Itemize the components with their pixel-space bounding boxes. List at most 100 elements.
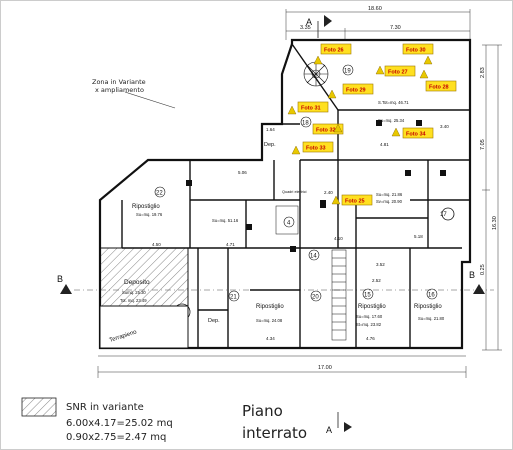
svg-text:Foto 25: Foto 25 (345, 199, 365, 205)
room-deposito: Deposito Sumq. 25.30 Tot. mq. 23.49 (120, 279, 150, 303)
svg-text:Foto 29: Foto 29 (346, 88, 366, 94)
svg-text:Ripostiglio: Ripostiglio (358, 304, 386, 310)
room-18: 18 (300, 116, 312, 128)
svg-text:Foto 27: Foto 27 (388, 70, 408, 76)
room-16: 16 Ripostiglio Su=mq. 21.80 (414, 288, 445, 321)
foto-label: Foto 27 (384, 65, 416, 77)
room-quadri-elettrici: Quadri elettrici (282, 190, 307, 194)
svg-text:Zona in Variante: Zona in Variante (92, 78, 146, 86)
columns (186, 120, 446, 252)
stairs (275, 205, 347, 341)
legend-calc-1: 6.00x4.17=25.02 mq (66, 418, 173, 429)
drawing-title: Piano interrato (242, 402, 307, 442)
room-dep-south: Dep. (208, 318, 220, 324)
dim-right-c: 0.25 (480, 264, 486, 275)
spiral-stair (303, 61, 329, 87)
svg-text:S.Tot=mq. 46.71: S.Tot=mq. 46.71 (378, 100, 409, 105)
room-17: Su=mq. 21.86 Sv=mq. 20.90 17 (376, 192, 447, 218)
svg-text:Su=mq. 19.76: Su=mq. 19.76 (136, 212, 163, 217)
svg-text:4: 4 (287, 221, 291, 227)
svg-text:15: 15 (364, 293, 371, 299)
legend-calc-2: 0.90x2.75=2.47 mq (66, 432, 166, 443)
foto-label: Foto 32 (312, 123, 344, 135)
room-14: 14 (308, 249, 320, 261)
svg-text:14: 14 (310, 254, 317, 260)
svg-text:Su=mq. 21.86: Su=mq. 21.86 (376, 192, 403, 197)
room-15: 15 Ripostiglio Su=mq. 17.60 St=mq. 23.82 (356, 288, 386, 327)
room-central-area: Su=mq. 51.16 (212, 218, 239, 223)
svg-text:22: 22 (156, 191, 163, 197)
section-a-top-marker: A (306, 15, 332, 38)
svg-text:Foto 34: Foto 34 (406, 132, 426, 138)
foto-label: Foto 30 (402, 43, 434, 55)
svg-text:17: 17 (440, 212, 447, 218)
top-dimension-lines (285, 9, 471, 40)
dim-inner: 5.18 (414, 234, 423, 239)
room-dep-north: Dep. (264, 142, 276, 148)
svg-text:Ripostiglio: Ripostiglio (414, 304, 442, 310)
dim-top-sub: 7.30 (390, 25, 401, 31)
svg-text:Su=mq. 17.60: Su=mq. 17.60 (356, 314, 383, 319)
room-19: 19 S.Tot=mq. 46.71 Su=mq. 25.34 (342, 64, 409, 123)
svg-text:19: 19 (344, 69, 351, 75)
svg-text:Piano: Piano (242, 402, 283, 420)
svg-text:B: B (57, 274, 63, 284)
dim-inner: 2.52 (372, 278, 381, 283)
foto-label: Foto 31 (297, 101, 329, 113)
dim-inner: 4.76 (366, 336, 375, 341)
svg-text:Foto 26: Foto 26 (324, 48, 344, 54)
dim-inner: 4.10 (334, 236, 343, 241)
dim-inner: 3.52 (376, 262, 385, 267)
svg-text:Sumq. 25.30: Sumq. 25.30 (122, 290, 146, 295)
svg-text:Foto 31: Foto 31 (301, 106, 321, 112)
svg-text:20: 20 (312, 295, 319, 301)
room-22: 22 Ripostiglio Su=mq. 19.76 (132, 186, 166, 217)
zone-note: Zona in Variante x ampliamento (92, 78, 146, 94)
room-20: 20 (310, 290, 322, 302)
legend: SNR in variante 6.00x4.17=25.02 mq 0.90x… (21, 397, 173, 443)
foto-label: Foto 26 (320, 43, 352, 55)
dim-top-total: 18.60 (368, 6, 382, 12)
dim-right-b: 16.30 (492, 216, 498, 230)
foto-label: Foto 33 (302, 141, 334, 153)
dim-inner: 3.40 (440, 124, 449, 129)
svg-text:18: 18 (302, 121, 309, 127)
svg-text:Ripostiglio: Ripostiglio (132, 204, 160, 210)
svg-text:Foto 32: Foto 32 (316, 128, 336, 134)
dim-inner: 5.06 (238, 170, 247, 175)
svg-text:Deposito: Deposito (124, 279, 150, 286)
dim-right-a: 7.05 (480, 139, 486, 150)
dim-inner: 4.50 (152, 242, 161, 247)
svg-text:A: A (326, 425, 332, 435)
dim-inner: 4.71 (226, 242, 235, 247)
terrapieno-area (99, 305, 189, 349)
svg-text:Foto 30: Foto 30 (406, 48, 426, 54)
photo-direction-markers (287, 55, 433, 205)
room-21: 21 Ripostiglio Su=mq. 24.08 (228, 290, 284, 323)
right-dimension-lines (482, 44, 502, 351)
dim-inner: 1.64 (266, 127, 275, 132)
dim-top-left: 3.35 (300, 25, 311, 31)
svg-text:Foto 33: Foto 33 (306, 146, 326, 152)
svg-text:interrato: interrato (242, 424, 307, 442)
section-b-right-marker: B (469, 270, 485, 294)
room-4: 4 (283, 216, 295, 228)
svg-text:A: A (306, 17, 312, 27)
foto-label: Foto 28 (425, 80, 457, 92)
dim-inner: 4.81 (380, 142, 389, 147)
svg-text:Foto 28: Foto 28 (429, 85, 449, 91)
zone-pointer (124, 91, 176, 109)
svg-text:St=mq. 23.82: St=mq. 23.82 (356, 322, 382, 327)
svg-text:B: B (469, 270, 475, 280)
variant-hatched-area (99, 247, 189, 307)
bottom-dimension-lines (97, 355, 467, 378)
dim-bottom-total: 17.00 (318, 365, 332, 371)
dim-inner: 2.40 (324, 190, 333, 195)
svg-text:16: 16 (428, 293, 435, 299)
foto-label: Foto 25 (341, 194, 373, 206)
dim-inner: 4.34 (266, 336, 275, 341)
section-a-bottom-marker: A (326, 412, 352, 435)
svg-text:Su=mq. 25.34: Su=mq. 25.34 (378, 118, 405, 123)
svg-text:Sv=mq. 20.90: Sv=mq. 20.90 (376, 199, 403, 204)
